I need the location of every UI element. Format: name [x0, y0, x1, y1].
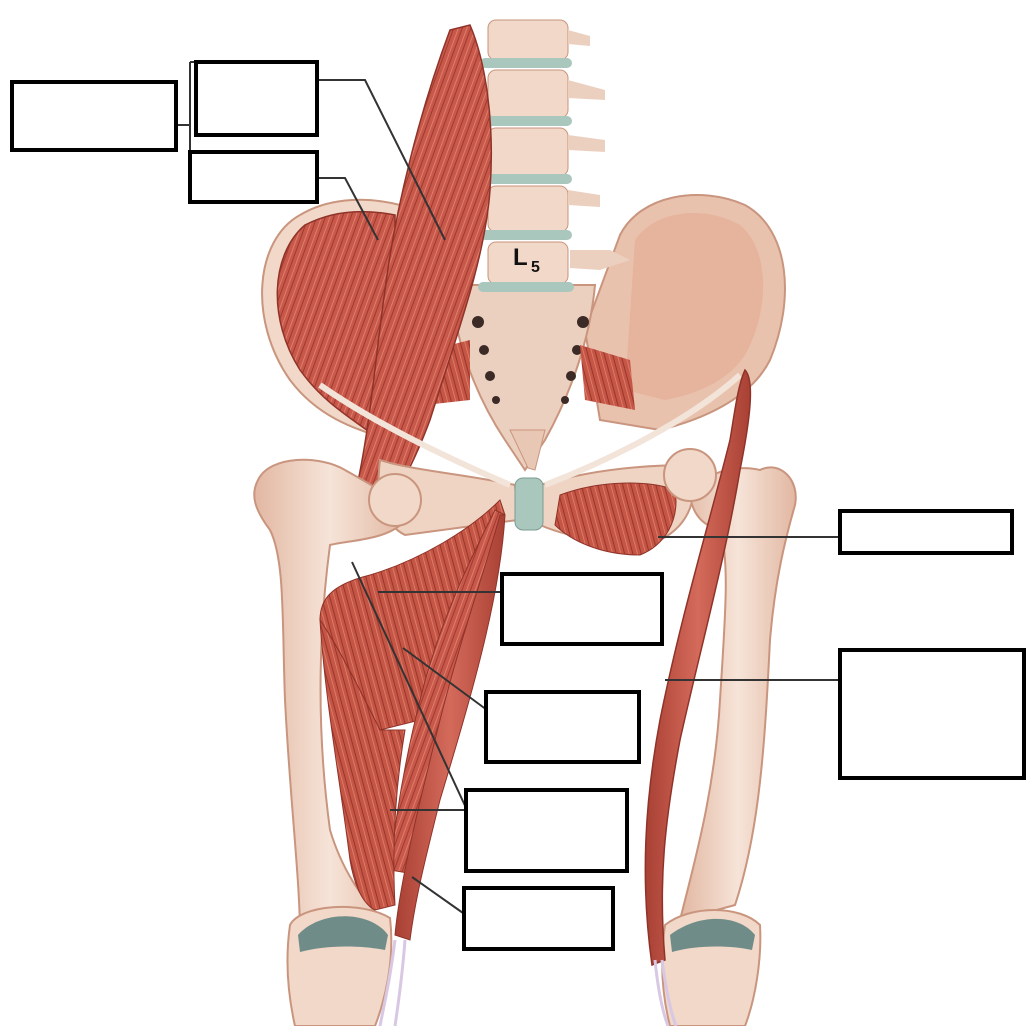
left-femoral-head	[369, 474, 421, 526]
label-box-gracilis[interactable]	[462, 886, 615, 951]
label-box-iliopsoas-group[interactable]	[10, 80, 178, 152]
vertebra-label-subscript: 5	[531, 259, 540, 276]
label-box-tensor-region[interactable]	[838, 648, 1026, 780]
label-box-psoas-major[interactable]	[194, 60, 319, 137]
lumbar-spine	[478, 20, 630, 292]
vertebra-label: L	[513, 244, 528, 271]
pectineus-muscle	[555, 483, 676, 555]
label-box-adductor-longus[interactable]	[500, 572, 664, 646]
right-femur	[680, 467, 796, 920]
leader-gracilis	[412, 877, 463, 913]
label-box-adductor-magnus[interactable]	[464, 788, 629, 873]
label-box-adductor-brevis[interactable]	[484, 690, 641, 764]
label-box-iliacus[interactable]	[188, 150, 319, 204]
label-box-pectineus[interactable]	[838, 509, 1014, 555]
pubic-symphysis	[515, 478, 543, 530]
right-femoral-head	[664, 449, 716, 501]
